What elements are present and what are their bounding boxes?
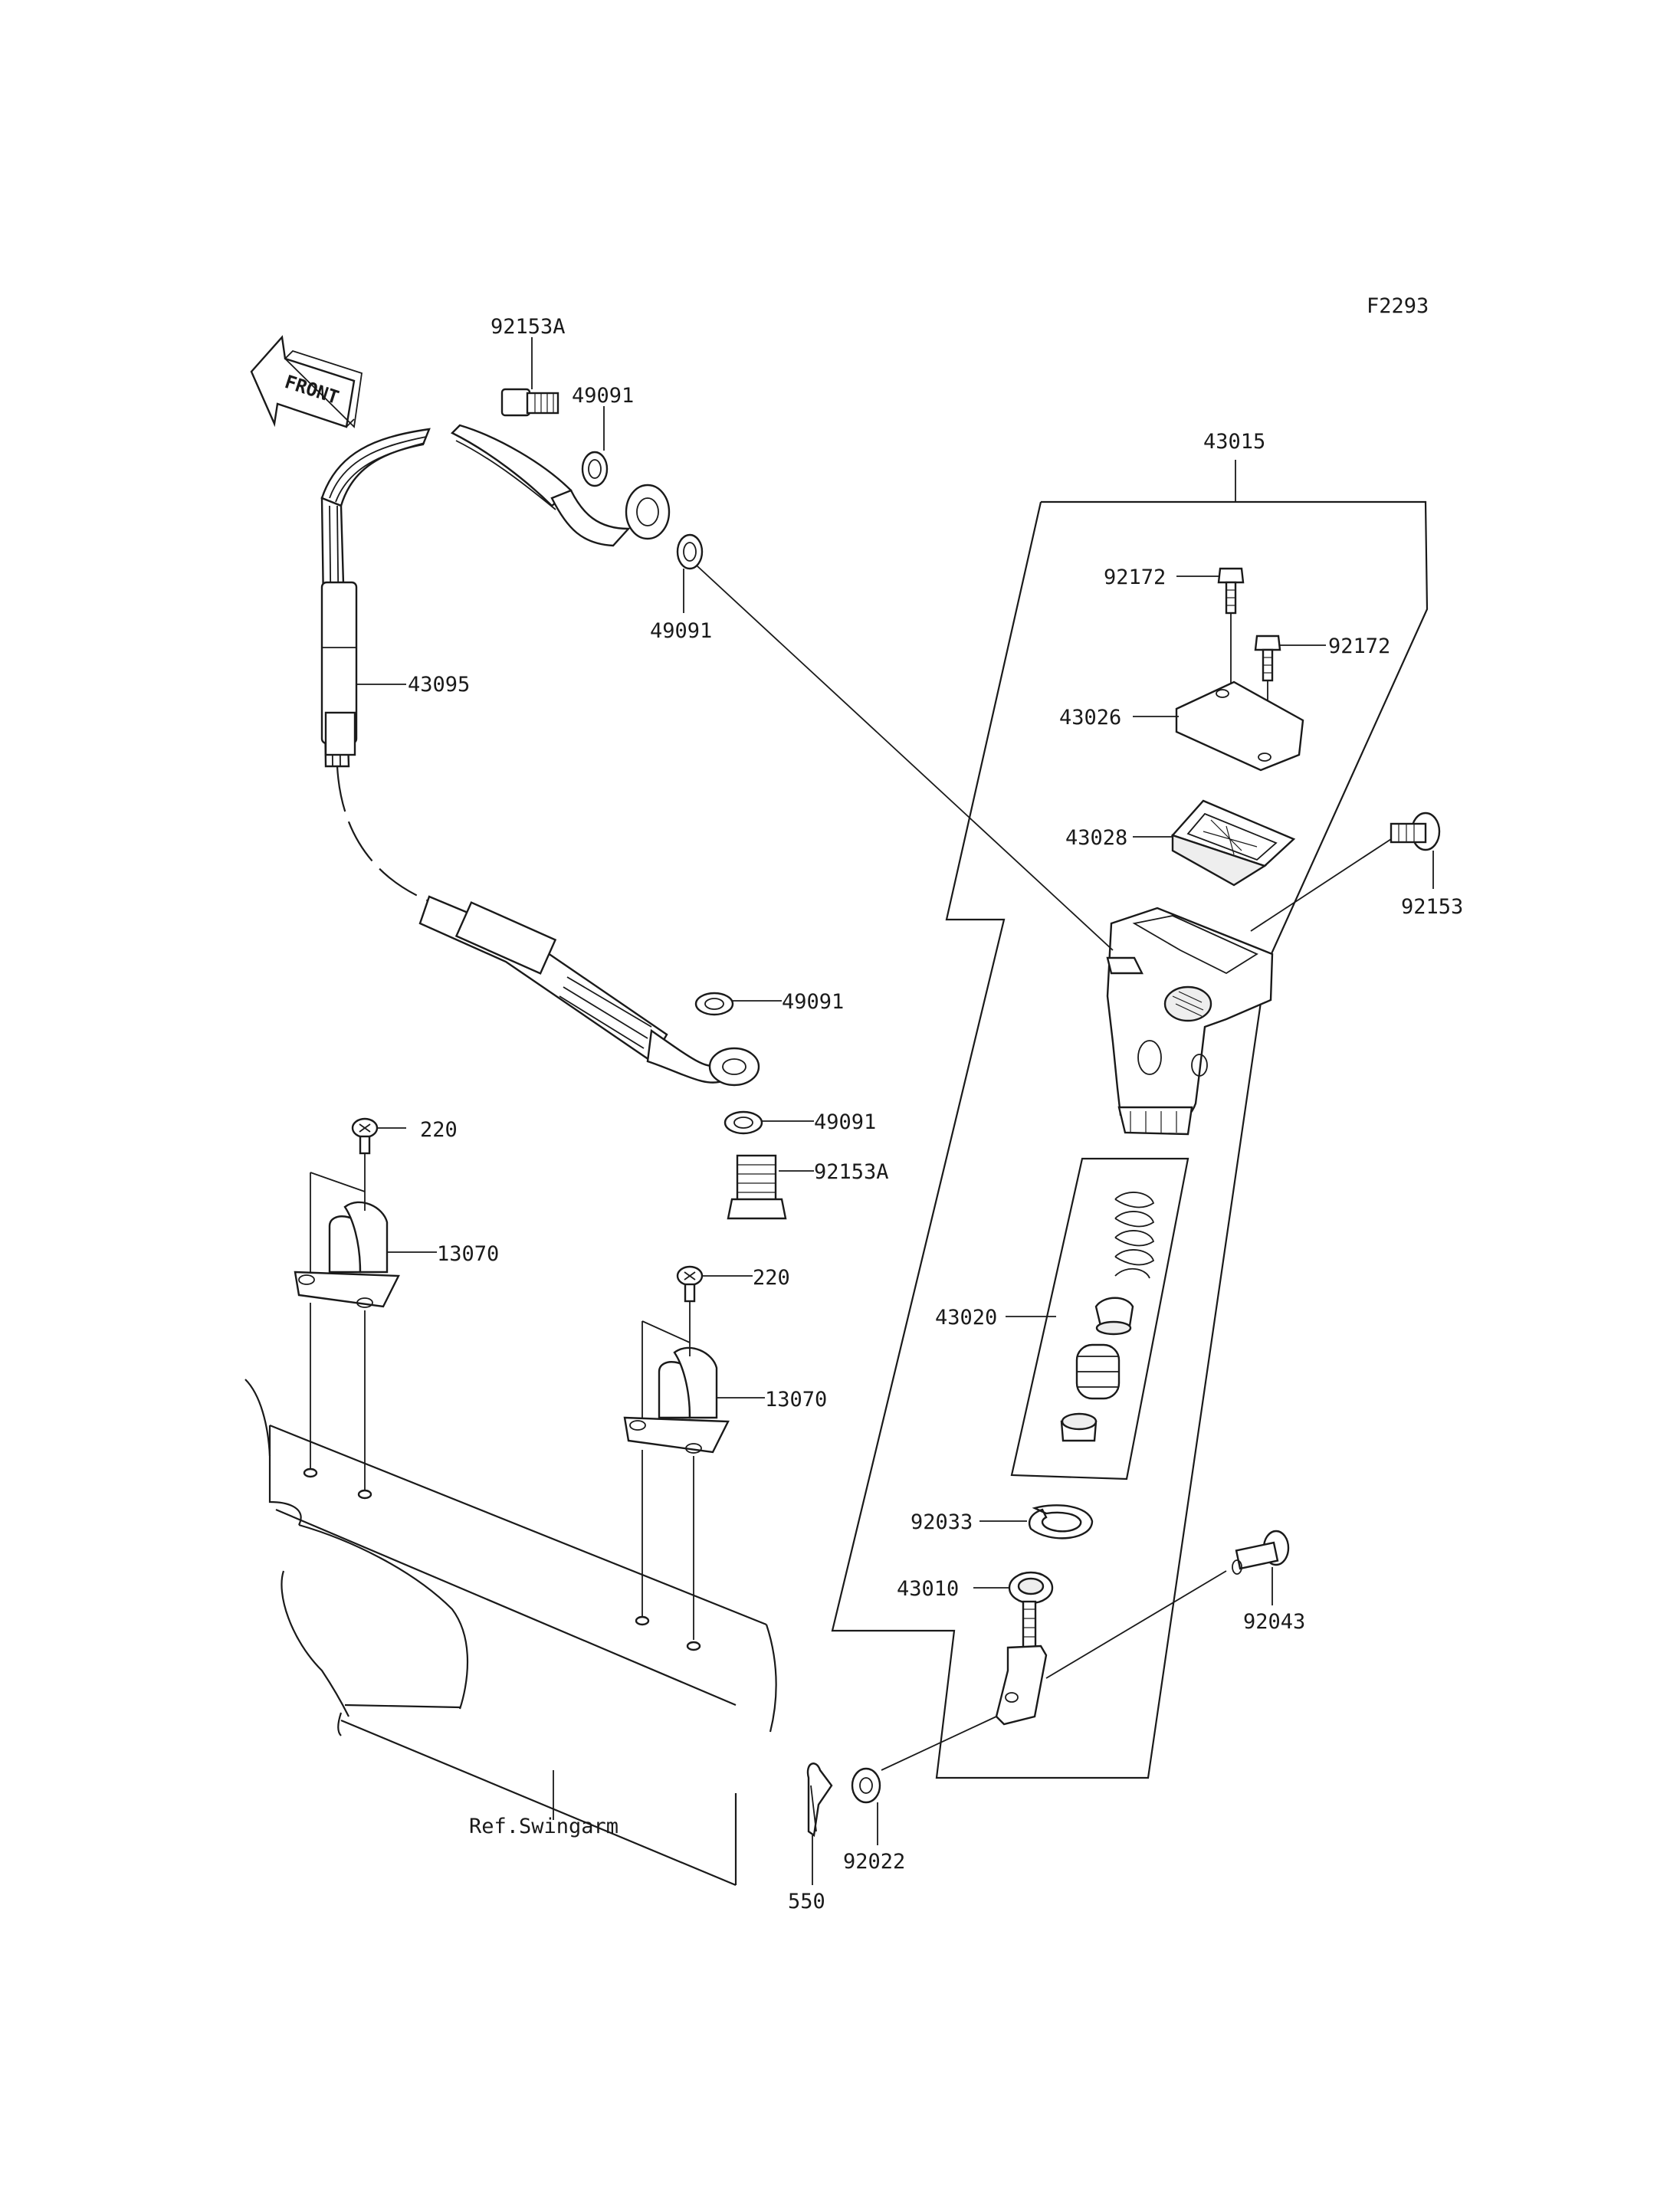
washer-49091-lower2-icon [724, 1110, 763, 1135]
label-49091-top: 49091 [572, 384, 634, 408]
screw-220-left-icon [351, 1117, 379, 1155]
brake-hose-icon [320, 424, 671, 768]
label-92033: 92033 [911, 1510, 973, 1534]
bolt-92172-left-icon [1217, 567, 1245, 615]
label-92153A-bottom: 92153A [814, 1160, 889, 1184]
label-220-right: 220 [753, 1266, 790, 1290]
brake-hose-lower-icon [418, 895, 760, 1087]
washer-49091-top-icon [581, 451, 609, 487]
swingarm-reference-shape [244, 1379, 777, 1887]
diaphragm-43028-icon [1170, 799, 1296, 887]
label-ref-swingarm: Ref.Swingarm [469, 1815, 619, 1838]
label-13070-left: 13070 [437, 1242, 499, 1266]
label-92043: 92043 [1243, 1610, 1305, 1634]
banjo-bolt-bottom-icon [727, 1154, 787, 1220]
master-cylinder-body-icon [1106, 907, 1274, 1136]
cotter-pin-550-icon [806, 1763, 833, 1838]
piston-kit-43020-box [1010, 1157, 1189, 1481]
label-43020: 43020 [935, 1306, 997, 1330]
label-92153: 92153 [1401, 895, 1463, 919]
label-43010: 43010 [897, 1577, 959, 1601]
label-49091-lower1: 49091 [782, 990, 844, 1014]
label-43028: 43028 [1065, 826, 1127, 850]
circlip-92033-icon [1028, 1504, 1094, 1540]
push-rod-43010-icon [995, 1571, 1054, 1726]
washer-49091-lower1-icon [694, 992, 734, 1016]
banjo-bolt-top-icon [500, 388, 559, 417]
label-550: 550 [788, 1890, 825, 1913]
clamp-13070-left-icon [294, 1201, 400, 1308]
piston-kit-43020-icon [1060, 1192, 1155, 1442]
label-49091-lower2: 49091 [814, 1110, 876, 1134]
label-13070-right: 13070 [765, 1388, 827, 1412]
label-92172-left: 92172 [1104, 566, 1166, 589]
washer-49091-mid-icon [676, 533, 704, 570]
screw-220-right-icon [676, 1265, 704, 1303]
label-92172-right: 92172 [1328, 635, 1390, 658]
label-92153A-top: 92153A [491, 315, 566, 339]
washer-92022-icon [851, 1767, 881, 1804]
figure-code: F2293 [1367, 294, 1429, 318]
label-43095: 43095 [408, 673, 470, 697]
assembly-43015-outline [831, 500, 1429, 1779]
reservoir-cap-43026-icon [1175, 680, 1304, 772]
bolt-92172-right-icon [1254, 635, 1281, 682]
clamp-13070-right-icon [623, 1346, 730, 1454]
label-220-left: 220 [420, 1118, 458, 1142]
pin-92043-icon [1232, 1530, 1290, 1575]
label-43026: 43026 [1059, 706, 1121, 730]
label-49091-mid: 49091 [650, 619, 712, 643]
bolt-92153-icon [1390, 812, 1441, 851]
label-92022: 92022 [843, 1850, 905, 1874]
front-arrow-icon: FRONT [250, 335, 363, 428]
label-43015: 43015 [1203, 430, 1265, 454]
